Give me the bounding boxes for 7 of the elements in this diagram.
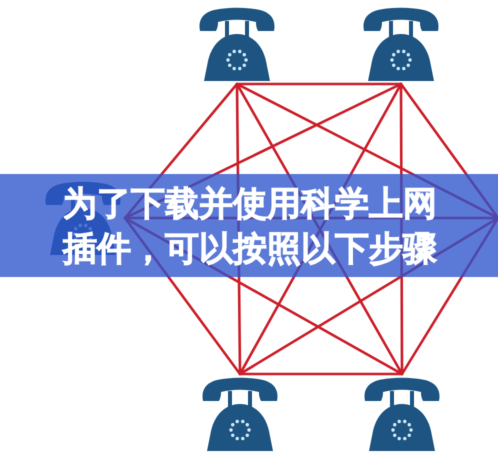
- connector-line: [236, 82, 402, 86]
- telephone-icon: [201, 377, 279, 451]
- telephone-icon: [198, 7, 276, 81]
- title: 为了下载并使用科学上网插件，可以按照以下步骤: [61, 183, 438, 271]
- telephone-icon: [362, 7, 440, 81]
- telephone-icon: [363, 377, 441, 451]
- connector-line: [238, 372, 404, 376]
